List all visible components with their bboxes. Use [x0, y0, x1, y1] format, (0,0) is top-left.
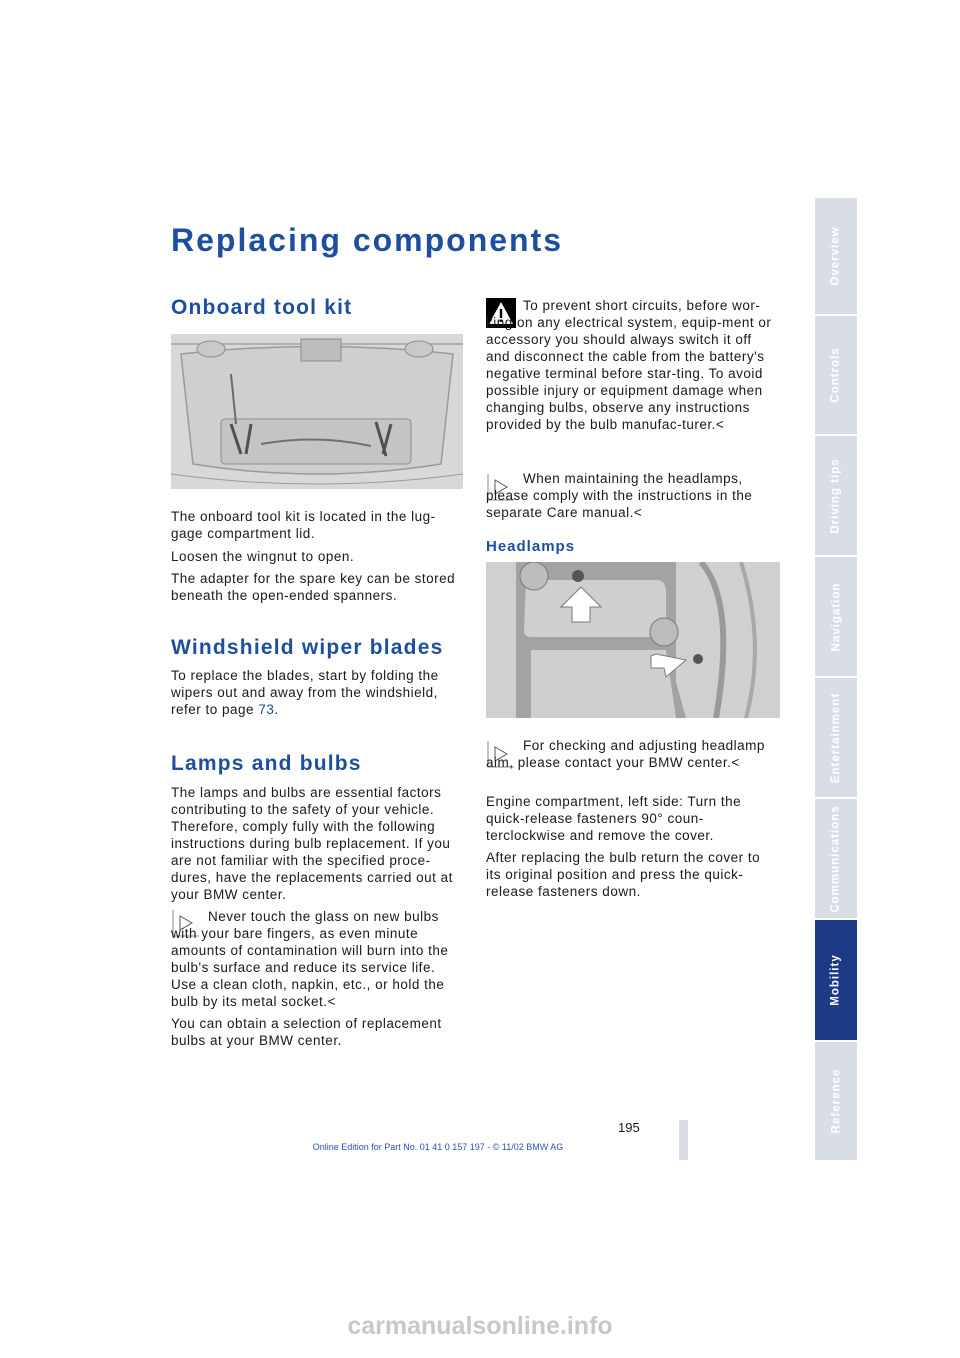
- lamps-para-2: You can obtain a selection of replacemen…: [171, 1016, 442, 1048]
- watermark: carmanualsonline.info: [347, 1312, 613, 1340]
- page-title: Replacing components: [171, 222, 564, 258]
- tab-driving-tips-label: Driving tips: [830, 457, 843, 534]
- tool-kit-para-2: Loosen the wingnut to open.: [171, 549, 355, 564]
- note-icon: [486, 472, 516, 502]
- tab-overview[interactable]: Overview: [815, 198, 857, 314]
- note-icon: [171, 908, 201, 938]
- headlamps-para-1: Engine compartment, left side: Turn the …: [486, 794, 742, 843]
- tab-reference[interactable]: Reference: [815, 1042, 857, 1160]
- headlamp-figure: [486, 562, 780, 718]
- tab-entertainment[interactable]: Entertainment: [815, 678, 857, 797]
- tab-navigation[interactable]: Navigation: [815, 557, 857, 676]
- tool-kit-figure: [171, 334, 463, 489]
- tab-mobility-label: Mobility: [830, 954, 843, 1006]
- lamps-note: Never touch the glass on new bulbs with …: [171, 909, 449, 1009]
- page-number-bar: [679, 1120, 688, 1160]
- note-icon: [486, 739, 516, 769]
- tab-communications-label: Communications: [830, 804, 843, 913]
- headlamps-heading: Headlamps: [486, 538, 576, 555]
- tab-mobility[interactable]: Mobility: [815, 920, 857, 1040]
- tool-kit-para-1: The onboard tool kit is located in the l…: [171, 509, 436, 541]
- lamps-para-1: The lamps and bulbs are essential factor…: [171, 785, 453, 902]
- tab-entertainment-label: Entertainment: [830, 692, 843, 783]
- wipers-end: .: [274, 702, 279, 717]
- headlamp-aim-note: For checking and adjusting headlamp aim,…: [486, 738, 765, 770]
- tool-kit-illustration: [171, 334, 463, 489]
- headlamps-para-2: After replacing the bulb return the cove…: [486, 850, 761, 899]
- headlamp-care-note: When maintaining the headlamps, please c…: [486, 471, 753, 520]
- warning-text: To prevent short circuits, before wor-ki…: [486, 298, 772, 432]
- warning-icon: [486, 298, 516, 328]
- tab-controls[interactable]: Controls: [815, 316, 857, 434]
- tab-overview-label: Overview: [830, 226, 842, 286]
- wipers-para: To replace the blades, start by folding …: [171, 667, 463, 718]
- tab-communications[interactable]: Communications: [815, 799, 857, 918]
- tab-driving-tips[interactable]: Driving tips: [815, 436, 857, 555]
- wipers-text: To replace the blades, start by folding …: [171, 668, 439, 717]
- headlamp-illustration: [486, 562, 780, 718]
- page-73-link[interactable]: 73: [258, 702, 275, 717]
- tab-navigation-label: Navigation: [830, 582, 843, 651]
- page-number: 195: [618, 1120, 640, 1135]
- footer-line: Online Edition for Part No. 01 41 0 157 …: [0, 1142, 960, 1152]
- lamps-heading: Lamps and bulbs: [171, 752, 362, 775]
- tab-controls-label: Controls: [830, 347, 842, 403]
- section-tabs: Overview Controls Driving tips Navigatio…: [815, 198, 857, 1162]
- footer-text: Online Edition for Part No. 01 41 0 157 …: [312, 1142, 564, 1152]
- tool-kit-heading: Onboard tool kit: [171, 296, 353, 319]
- tool-kit-para-3: The adapter for the spare key can be sto…: [171, 571, 456, 603]
- tab-reference-label: Reference: [830, 1068, 842, 1134]
- wipers-heading: Windshield wiper blades: [171, 636, 444, 659]
